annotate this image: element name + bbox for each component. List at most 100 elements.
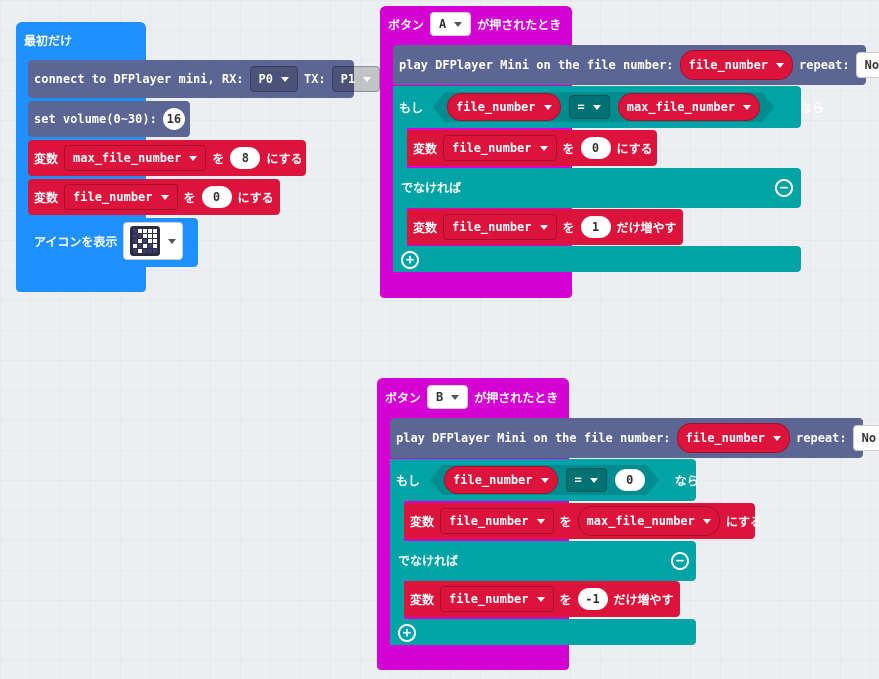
wo-label: を xyxy=(562,220,575,235)
minus-circle-icon[interactable]: − xyxy=(775,179,793,197)
variable-dropdown[interactable]: file_number xyxy=(64,184,178,210)
show-icon-label: アイコンを表示 xyxy=(34,234,118,249)
wo-label: を xyxy=(212,151,225,166)
variable-label: 変数 xyxy=(34,151,59,166)
compare-block[interactable]: file_number = 0 xyxy=(430,465,659,495)
variable-dropdown[interactable]: file_number xyxy=(440,586,554,612)
suru-label: にする xyxy=(237,190,274,205)
else-bar xyxy=(390,541,696,581)
button-label: ボタン xyxy=(385,390,422,405)
right-operand-input[interactable]: 0 xyxy=(615,469,645,491)
suru-label: にする xyxy=(266,151,303,166)
operator-dropdown[interactable]: = xyxy=(569,95,610,119)
variable-label: 変数 xyxy=(413,220,438,235)
value-input[interactable]: 0 xyxy=(580,137,611,159)
caret-down-icon xyxy=(454,21,463,27)
change-file-number-block[interactable]: 変数 file_number を 1 だけ増やす xyxy=(407,209,683,245)
variable-dropdown[interactable]: file_number xyxy=(443,214,557,240)
caret-down-icon xyxy=(544,105,552,110)
if-condition-row: もし file_number = 0 なら xyxy=(396,464,699,496)
caret-down-icon xyxy=(593,105,601,110)
file-number-dropdown[interactable]: file_number xyxy=(679,50,794,80)
compare-block[interactable]: file_number = max_file_number xyxy=(433,92,774,122)
event-label: が押されたとき xyxy=(477,17,562,32)
button-a-header: ボタン A が押されたとき xyxy=(388,11,561,37)
caret-down-icon xyxy=(363,76,372,82)
variable-label: 変数 xyxy=(34,190,59,205)
else-label: でなければ xyxy=(398,554,459,568)
connect-label: connect to DFPlayer mini, RX: xyxy=(34,72,244,86)
caret-down-icon xyxy=(536,518,545,524)
wo-label: を xyxy=(559,592,572,607)
set-file-number-block[interactable]: 変数 file_number を 0 にする xyxy=(28,179,280,215)
volume-input[interactable]: 16 xyxy=(162,108,185,130)
caret-down-icon xyxy=(773,435,782,441)
repeat-dropdown[interactable]: No xyxy=(855,52,879,78)
value-input[interactable]: -1 xyxy=(577,588,608,610)
on-start-header: 最初だけ xyxy=(24,34,73,48)
suru-label: にする xyxy=(616,141,653,156)
variable-label: 変数 xyxy=(410,592,435,607)
then-label: なら xyxy=(674,473,699,488)
play-file-block[interactable]: play DFPlayer Mini on the file number: f… xyxy=(393,45,879,85)
minus-circle-icon[interactable]: − xyxy=(671,552,689,570)
else-bar xyxy=(393,168,801,208)
change-by-label: だけ増やす xyxy=(613,592,674,607)
caret-down-icon xyxy=(541,478,549,483)
variable-label: 変数 xyxy=(410,514,435,529)
variable-dropdown[interactable]: file_number xyxy=(443,135,557,161)
caret-down-icon xyxy=(776,62,785,68)
else-label: でなければ xyxy=(401,181,462,195)
button-select-dropdown[interactable]: B xyxy=(427,385,469,409)
plus-circle-icon[interactable]: + xyxy=(398,624,416,642)
then-label: なら xyxy=(800,100,825,115)
value-input[interactable]: 8 xyxy=(230,147,261,169)
caret-down-icon xyxy=(536,596,545,602)
dfplayer-connect-block[interactable]: connect to DFPlayer mini, RX: P0 TX: P1 xyxy=(28,60,381,98)
volume-label: set volume(0~30): xyxy=(34,112,157,126)
set-file-number-block[interactable]: 変数 file_number を 0 にする xyxy=(407,130,657,166)
if-label: もし xyxy=(399,100,424,115)
value-variable-dropdown[interactable]: max_file_number xyxy=(577,506,720,536)
repeat-label: repeat: xyxy=(796,431,847,445)
rx-pin-dropdown[interactable]: P0 xyxy=(249,66,298,92)
set-file-number-block[interactable]: 変数 file_number を max_file_number にする xyxy=(404,503,762,539)
left-operand-dropdown[interactable]: file_number xyxy=(447,93,560,121)
operator-dropdown[interactable]: = xyxy=(566,468,607,492)
caret-down-icon xyxy=(451,394,460,400)
button-label: ボタン xyxy=(388,17,425,32)
suru-label: にする xyxy=(725,514,763,529)
play-label: play DFPlayer Mini on the file number: xyxy=(396,431,671,445)
set-volume-block[interactable]: set volume(0~30): 16 xyxy=(28,101,190,137)
play-file-block[interactable]: play DFPlayer Mini on the file number: f… xyxy=(390,418,879,458)
wo-label: を xyxy=(183,190,196,205)
file-number-dropdown[interactable]: file_number xyxy=(676,423,791,453)
if-bottom-bar xyxy=(393,246,801,272)
event-label: が押されたとき xyxy=(474,390,559,405)
if-bottom-bar xyxy=(390,619,696,645)
caret-down-icon xyxy=(189,155,198,161)
left-operand-dropdown[interactable]: file_number xyxy=(444,466,557,494)
if-label: もし xyxy=(396,473,421,488)
button-b-header: ボタン B が押されたとき xyxy=(385,384,558,410)
wo-label: を xyxy=(559,514,572,529)
change-by-label: だけ増やす xyxy=(616,220,677,235)
variable-dropdown[interactable]: max_file_number xyxy=(64,145,207,171)
caret-down-icon xyxy=(702,518,711,524)
icon-picker-dropdown[interactable] xyxy=(123,222,184,260)
play-label: play DFPlayer Mini on the file number: xyxy=(399,58,674,72)
change-file-number-block[interactable]: 変数 file_number を -1 だけ増やす xyxy=(404,581,680,617)
variable-dropdown[interactable]: file_number xyxy=(440,508,554,534)
caret-down-icon xyxy=(280,76,289,82)
right-operand-dropdown[interactable]: max_file_number xyxy=(618,93,760,121)
value-input[interactable]: 0 xyxy=(201,186,232,208)
caret-down-icon xyxy=(590,478,598,483)
set-max-file-number-block[interactable]: 変数 max_file_number を 8 にする xyxy=(28,140,306,176)
caret-down-icon xyxy=(743,105,751,110)
plus-circle-icon[interactable]: + xyxy=(401,251,419,269)
show-icon-block[interactable]: アイコンを表示 xyxy=(28,218,198,264)
button-select-dropdown[interactable]: A xyxy=(430,12,472,36)
tx-pin-dropdown[interactable]: P1 xyxy=(331,66,381,92)
value-input[interactable]: 1 xyxy=(580,216,611,238)
repeat-dropdown[interactable]: No xyxy=(852,425,879,451)
